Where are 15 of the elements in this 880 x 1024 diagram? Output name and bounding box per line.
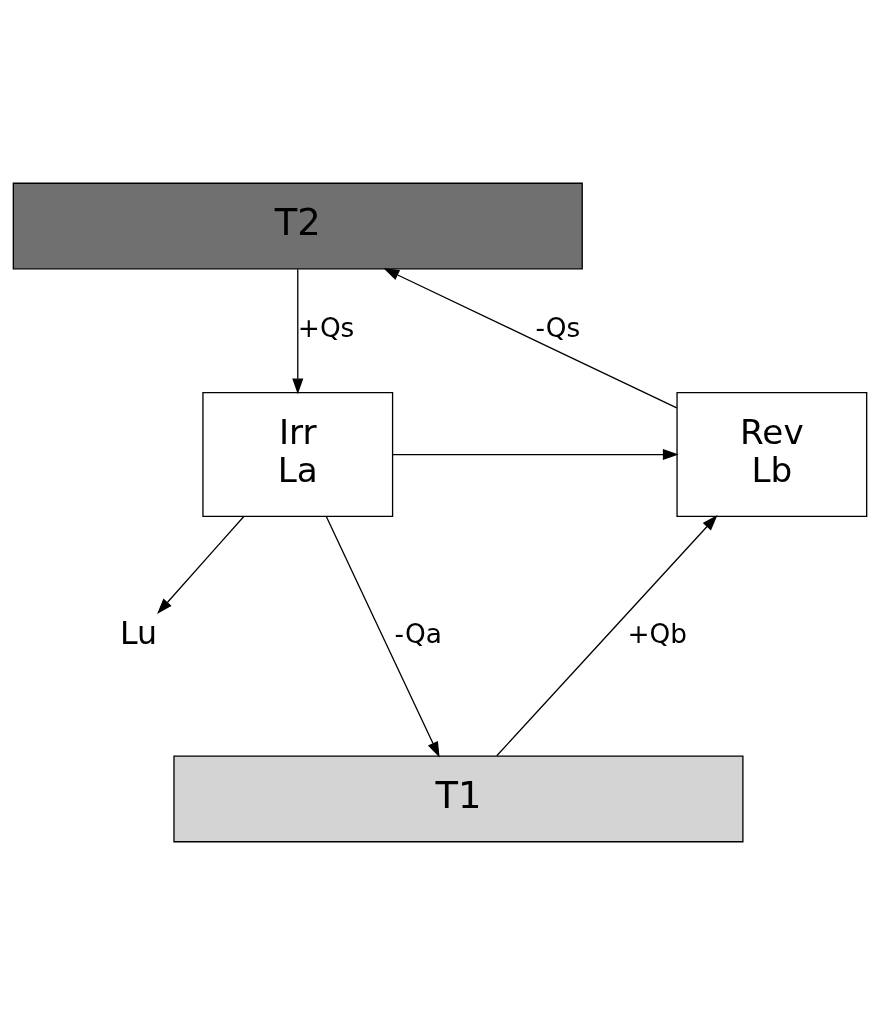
edge-label: +Qs	[297, 312, 355, 343]
edge-label: +Qb	[627, 618, 688, 649]
arrow	[392, 448, 679, 460]
arrow	[383, 267, 678, 409]
node-box: Rev Lb	[676, 391, 868, 517]
node-box: T1	[173, 754, 744, 842]
node-text: Lu	[119, 614, 157, 651]
arrow	[292, 268, 304, 394]
node-box: T2	[12, 182, 583, 270]
arrow	[157, 515, 245, 614]
edge-label: -Qa	[394, 618, 442, 649]
arrow	[325, 515, 440, 758]
arrow	[496, 514, 718, 756]
edge-label: -Qs	[535, 312, 581, 343]
node-box: Irr La	[202, 391, 394, 517]
